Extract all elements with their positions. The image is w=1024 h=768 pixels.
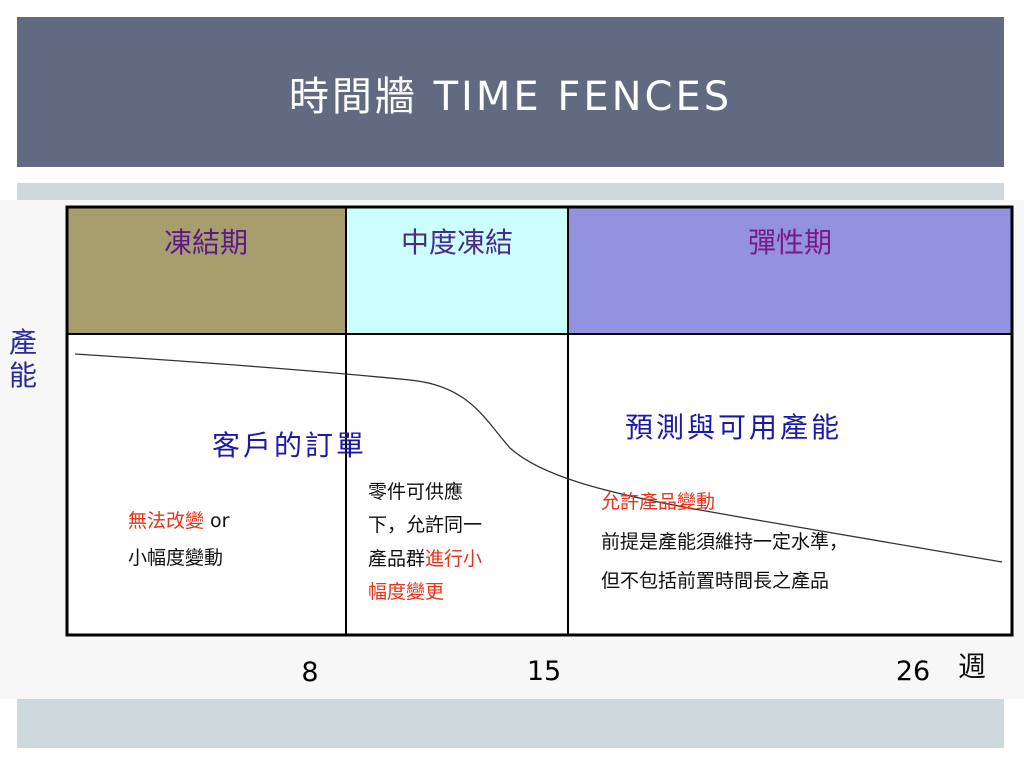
diagram-frame — [65, 205, 1014, 637]
zone-frozen-label: 凍結期 — [164, 226, 248, 259]
slushy-text-line2: 下，允許同一 — [368, 514, 482, 536]
liquid-text-line3: 但不包括前置時間長之產品 — [601, 570, 829, 592]
liquid-text-line1: 允許產品變動 — [601, 491, 715, 513]
zone-slushy-fill — [346, 207, 568, 334]
slushy-text-line3-red: 進行小 — [425, 548, 482, 570]
frozen-text-or: or — [204, 510, 230, 532]
x-tick-8: 8 — [301, 657, 318, 688]
title-banner: 時間牆 TIME FENCES — [17, 17, 1004, 167]
y-axis-label-char1: 產 — [9, 326, 37, 359]
diagram-body — [67, 334, 1012, 635]
slushy-text-line3-black: 產品群 — [368, 548, 425, 570]
x-axis-unit: 週 — [958, 650, 986, 683]
liquid-text-line2: 前提是產能須維持一定水準， — [601, 531, 848, 553]
top-divider-band — [17, 183, 1004, 200]
bottom-band — [17, 699, 1004, 748]
capacity-curve — [74, 353, 1003, 563]
frozen-text-red: 無法改變 — [128, 510, 204, 532]
x-tick-15: 15 — [527, 656, 561, 687]
zone-slushy-label: 中度凍結 — [401, 226, 513, 259]
zone-frozen-fill — [67, 207, 346, 334]
forecast-capacity-label: 預測與可用產能 — [625, 411, 842, 444]
zone-liquid-fill — [568, 207, 1012, 334]
zone-liquid-label: 彈性期 — [748, 226, 832, 259]
x-tick-26: 26 — [896, 656, 930, 687]
slushy-text-line3: 產品群進行小 — [368, 548, 482, 570]
y-axis-label-char2: 能 — [9, 359, 37, 392]
slushy-text-line4: 幅度變更 — [368, 581, 444, 603]
page-title: 時間牆 TIME FENCES — [288, 74, 733, 120]
frozen-text-line2: 小幅度變動 — [128, 547, 223, 569]
slushy-text-line1: 零件可供應 — [368, 480, 463, 503]
customer-orders-label: 客戶的訂單 — [212, 429, 367, 462]
frozen-text-line1: 無法改變 or — [128, 510, 230, 532]
